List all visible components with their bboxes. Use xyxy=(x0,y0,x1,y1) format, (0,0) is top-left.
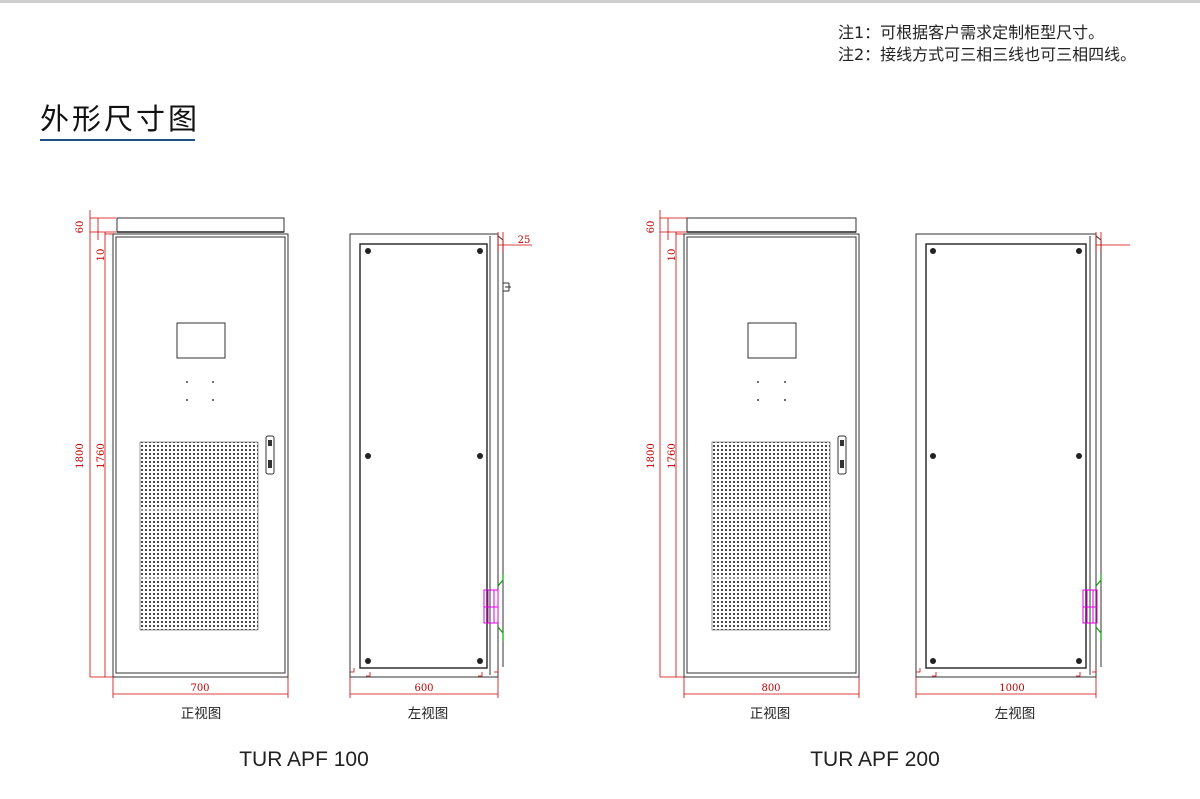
dim-depth: 1000 xyxy=(999,683,1024,694)
dim-top-cap: 60 xyxy=(646,221,657,234)
foot-marks xyxy=(916,668,1097,677)
side-panel xyxy=(359,243,488,669)
model-200-side-dimensions: 1000 xyxy=(915,232,1130,698)
cabinet-body xyxy=(112,233,289,678)
panel-screws xyxy=(930,248,1082,664)
foot-marks xyxy=(350,668,499,677)
section-title: 外形尺寸图 xyxy=(40,102,201,136)
ventilation-grille xyxy=(139,441,259,631)
model-100-side-dimensions: 600 25 xyxy=(349,232,532,698)
door-handle-icon xyxy=(265,435,275,475)
model-100-front-caption: 正视图 xyxy=(181,706,222,722)
dim-total-height: 1800 xyxy=(75,443,86,468)
dim-body-height: 1760 xyxy=(667,443,678,468)
side-panel xyxy=(925,243,1087,669)
note-1: 注1：可根据客户需求定制柜型尺寸。 xyxy=(838,23,1105,42)
dim-top-cap: 60 xyxy=(75,221,86,234)
dim-handle-offset: 25 xyxy=(518,235,531,246)
ventilation-grille xyxy=(711,441,831,631)
model-100-front-view xyxy=(112,217,289,678)
notes: 注1：可根据客户需求定制柜型尺寸。 注2：接线方式可三相三线也可三相四线。 xyxy=(838,22,1136,66)
lock-icon xyxy=(503,282,511,292)
display-screen xyxy=(747,322,797,359)
note-2: 注2：接线方式可三相三线也可三相四线。 xyxy=(838,45,1137,64)
seal-strip xyxy=(1095,574,1102,641)
side-body xyxy=(915,233,1097,678)
seal-strip xyxy=(497,574,504,641)
model-200-front-dimensions: 60 10 1800 1760 800 xyxy=(646,210,860,698)
hinge-icon xyxy=(1082,589,1098,624)
dim-width: 800 xyxy=(761,683,780,694)
model-100-side-caption: 左视图 xyxy=(408,706,449,722)
dim-width: 700 xyxy=(190,683,209,694)
model-200-side-caption: 左视图 xyxy=(995,706,1036,722)
indicator-lights xyxy=(757,381,786,401)
model-200-name: TUR APF 200 xyxy=(810,748,940,771)
dim-top-gap: 10 xyxy=(667,249,678,262)
cabinet-body xyxy=(683,233,860,678)
display-screen xyxy=(176,322,226,359)
title-underline xyxy=(40,139,195,141)
model-200-front-view xyxy=(683,217,860,678)
dim-body-height: 1760 xyxy=(96,443,107,468)
hinge-icon xyxy=(483,589,499,624)
model-100-front-dimensions: 60 10 1800 1760 700 xyxy=(75,210,289,698)
model-200-front-caption: 正视图 xyxy=(750,706,791,722)
side-body xyxy=(349,233,499,678)
dim-top-gap: 10 xyxy=(96,249,107,262)
model-200-side-view xyxy=(915,233,1102,678)
indicator-lights xyxy=(186,381,214,401)
top-rule xyxy=(0,0,1200,3)
panel-screws xyxy=(365,248,483,664)
top-cap xyxy=(686,217,857,233)
model-100-side-view xyxy=(349,233,511,678)
model-100-name: TUR APF 100 xyxy=(239,748,369,771)
dim-total-height: 1800 xyxy=(646,443,657,468)
dim-depth: 600 xyxy=(414,683,433,694)
top-cap xyxy=(116,217,285,233)
door-handle-icon xyxy=(837,435,847,475)
